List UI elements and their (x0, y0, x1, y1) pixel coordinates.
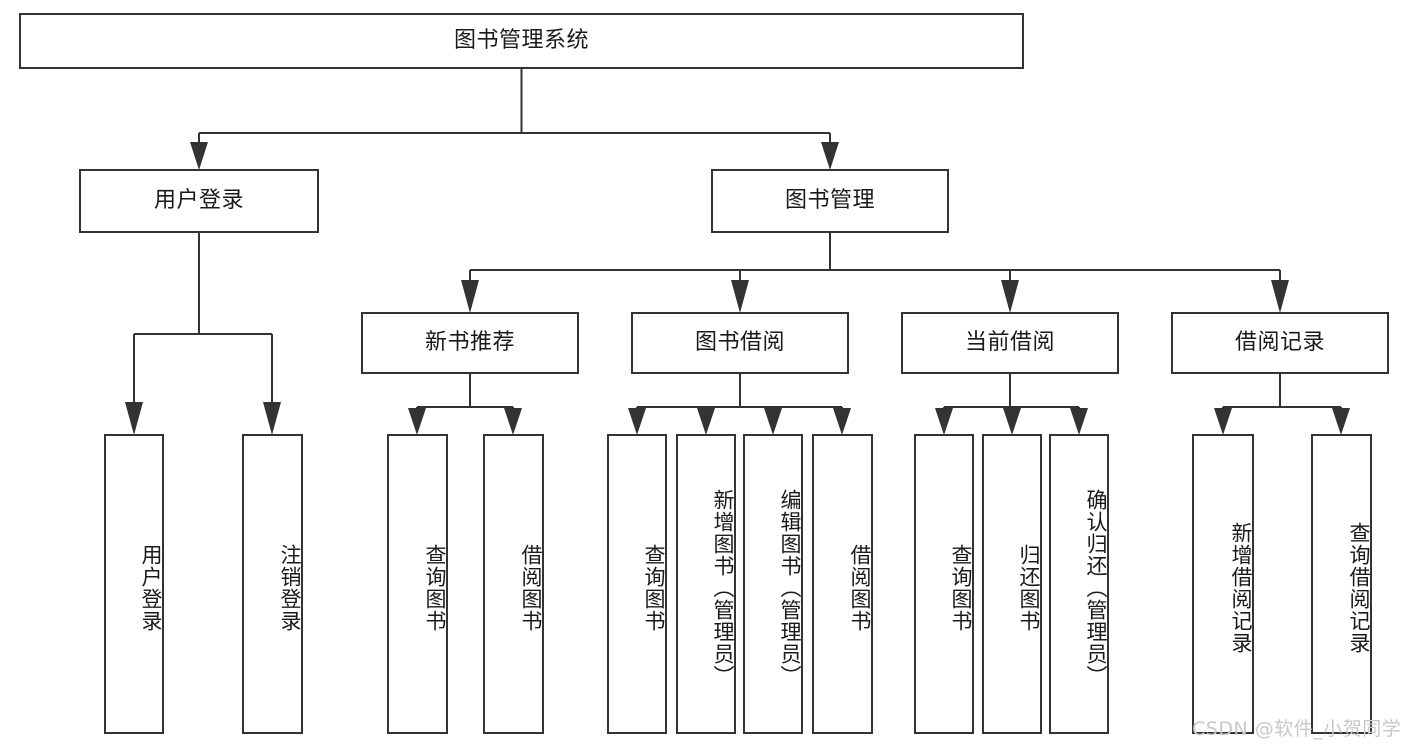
node-leaf-box-3[interactable] (482, 433, 545, 735)
connectors-newbook-to-leaves (408, 373, 522, 435)
node-leaf-box-2[interactable] (386, 433, 449, 735)
node-level2-box-1[interactable] (710, 168, 950, 234)
node-level3-box-2[interactable] (900, 311, 1120, 375)
arrow-head-book-mgmt (821, 142, 839, 170)
connectors-userlogin-to-leaves (125, 232, 281, 435)
connectors-borrowrecord-to-leaves (1214, 373, 1350, 435)
node-level3-box-1[interactable] (630, 311, 850, 375)
node-leaf-box-11[interactable] (1191, 433, 1255, 735)
node-level3-box-0[interactable] (360, 311, 580, 375)
node-leaf-box-10[interactable] (1048, 433, 1110, 735)
arrow-head-leaf-query-book-3 (935, 408, 953, 435)
arrow-head-leaf-return-book (1003, 408, 1021, 435)
arrow-head-leaf-edit-book (764, 408, 782, 435)
arrow-head-current-borrow (1001, 280, 1019, 313)
arrow-head-leaf-borrow-book-1 (504, 408, 522, 435)
connectors-root-to-level2 (190, 68, 839, 170)
node-leaf-box-5[interactable] (675, 433, 737, 735)
arrow-head-leaf-query-book-1 (408, 408, 426, 435)
arrow-head-leaf-add-book (697, 408, 715, 435)
node-root-box[interactable] (18, 12, 1025, 70)
arrow-head-leaf-add-record (1214, 408, 1232, 435)
node-leaf-box-0[interactable] (103, 433, 165, 735)
node-leaf-box-9[interactable] (981, 433, 1043, 735)
node-leaf-box-6[interactable] (742, 433, 804, 735)
arrow-head-borrow-record (1271, 280, 1289, 313)
arrow-head-leaf-confirm-return (1070, 408, 1088, 435)
arrow-head-leaf-query-book-2 (628, 408, 646, 435)
node-leaf-box-1[interactable] (241, 433, 304, 735)
connectors-bookborrow-to-leaves (628, 373, 851, 435)
arrow-head-leaf-borrow-book-2 (833, 408, 851, 435)
arrow-head-book-borrow (731, 280, 749, 313)
connectors-currentborrow-to-leaves (935, 373, 1088, 435)
connectors-bookmgmt-to-level3 (461, 232, 1289, 313)
node-leaf-box-12[interactable] (1310, 433, 1373, 735)
arrow-head-leaf-logout (263, 402, 281, 435)
csdn-watermark: CSDN @软件_小贺同学 (1192, 718, 1402, 740)
node-level3-box-3[interactable] (1170, 311, 1390, 375)
node-level2-box-0[interactable] (78, 168, 320, 234)
arrow-head-leaf-user-login (125, 402, 143, 435)
arrow-head-user-login (190, 142, 208, 170)
arrow-head-new-book-rec (461, 280, 479, 313)
node-leaf-box-7[interactable] (811, 433, 874, 735)
node-leaf-box-4[interactable] (606, 433, 668, 735)
node-leaf-box-8[interactable] (913, 433, 975, 735)
arrow-head-leaf-query-record (1332, 408, 1350, 435)
